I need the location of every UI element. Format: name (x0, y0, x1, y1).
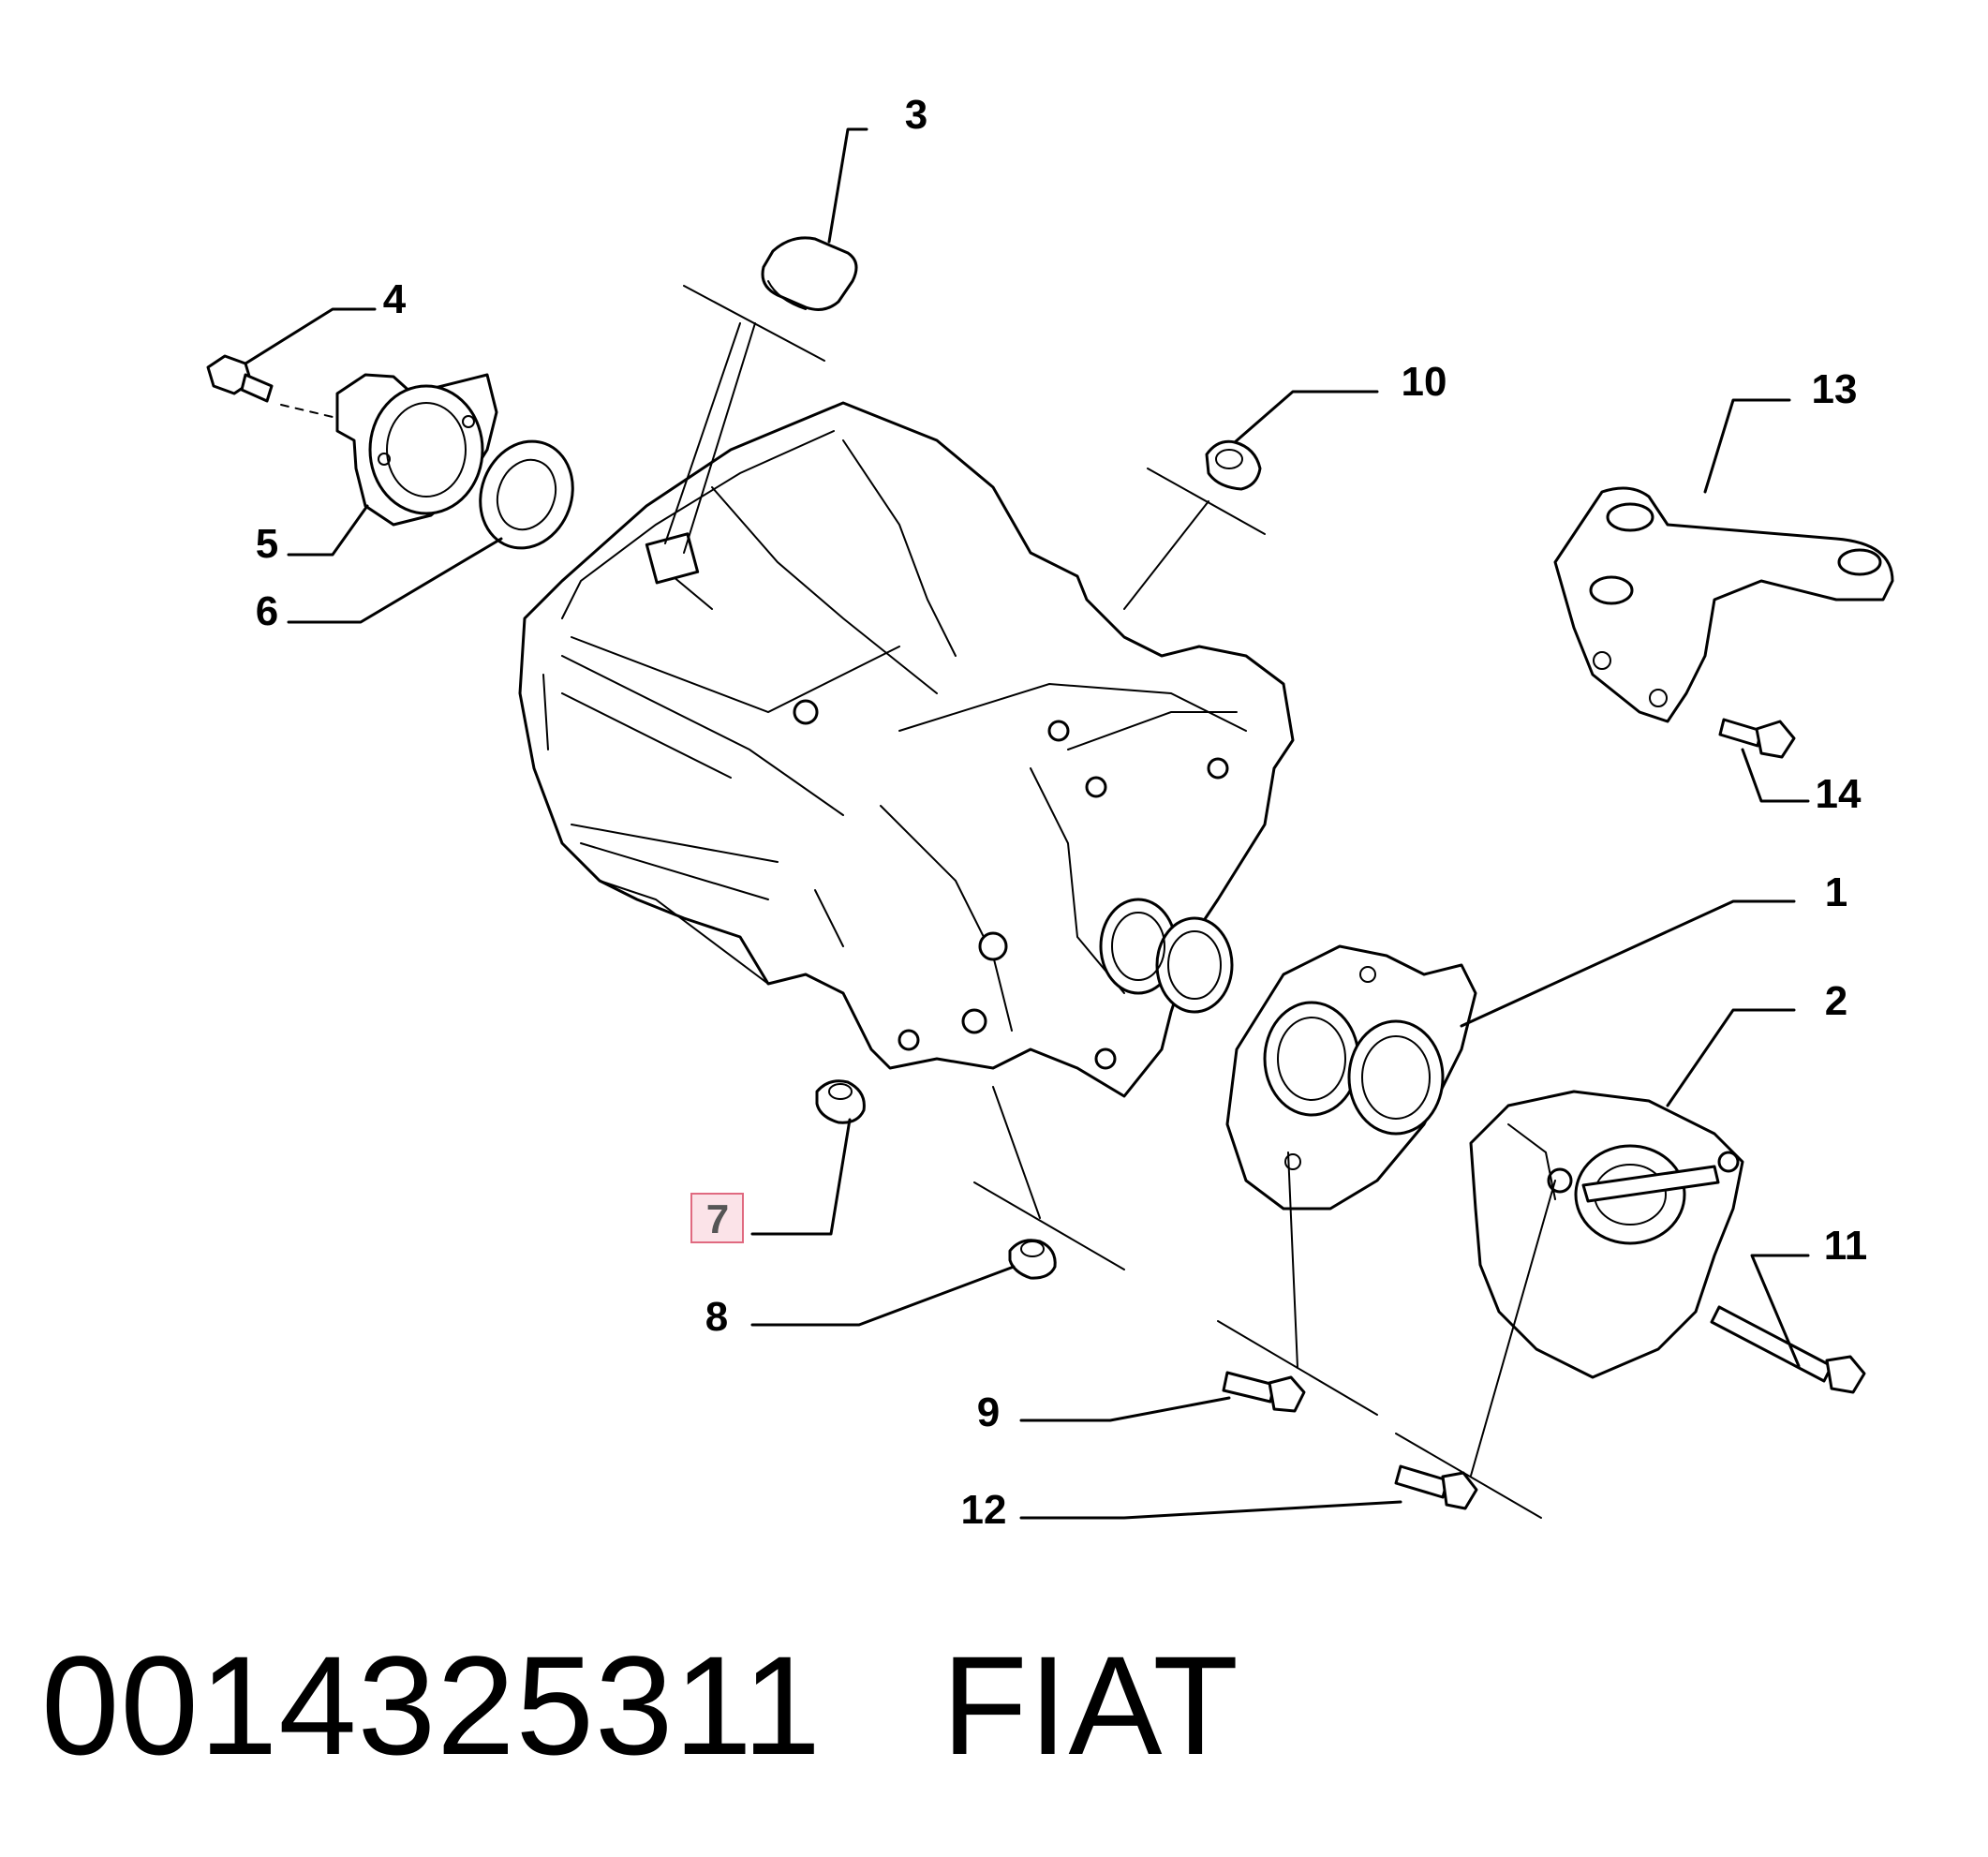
callout-12: 12 (961, 1487, 1007, 1533)
plug-7 (815, 1079, 866, 1124)
cover-plate (1225, 944, 1477, 1211)
bolt-11 (1710, 1305, 1866, 1394)
callout-8: 8 (705, 1294, 728, 1340)
callout-5: 5 (256, 521, 278, 567)
mounting-bracket (1553, 486, 1894, 723)
brand-name: FIAT (942, 1627, 1239, 1784)
leader-lines (244, 127, 1810, 1520)
callout-9: 9 (977, 1389, 1000, 1435)
callout-2: 2 (1825, 978, 1847, 1024)
seal-ring (479, 439, 574, 550)
plug-10 (1205, 439, 1262, 491)
callout-14: 14 (1816, 771, 1862, 817)
bearing-flange (280, 373, 498, 527)
plug-cap (761, 236, 858, 311)
rear-cover (1469, 1090, 1744, 1379)
callout-1: 1 (1825, 869, 1847, 915)
bolt-9 (1222, 1371, 1306, 1413)
part-number: 0014325311 (41, 1627, 823, 1784)
gearbox-housing (518, 401, 1295, 1098)
callout-4: 4 (383, 276, 407, 322)
callout-3: 3 (905, 92, 927, 138)
bolt-14 (1718, 718, 1796, 759)
plug-8 (1008, 1239, 1057, 1280)
callout-6: 6 (256, 588, 278, 634)
callout-7-highlight (690, 1193, 744, 1243)
callout-13: 13 (1812, 366, 1858, 412)
bolt-12 (1394, 1464, 1478, 1510)
callout-10: 10 (1402, 359, 1447, 405)
assembly-guide-lines (664, 285, 1556, 1519)
callout-7: 7 (706, 1196, 729, 1242)
callout-labels: 3 4 5 6 10 13 14 1 2 7 11 8 9 12 (256, 92, 1868, 1533)
part-number-caption: 0014325311 FIAT (41, 1635, 1239, 1775)
callout-11: 11 (1824, 1223, 1868, 1269)
bolt-4 (206, 354, 274, 403)
